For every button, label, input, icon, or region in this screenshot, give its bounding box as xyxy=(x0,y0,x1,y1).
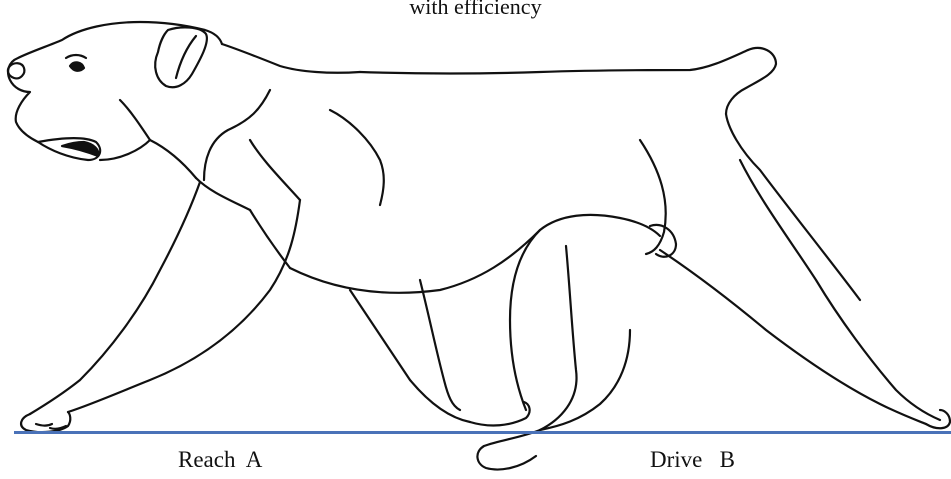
shoulder xyxy=(202,88,272,182)
shoulder-line xyxy=(328,108,385,207)
far-front-leg-back xyxy=(418,278,462,412)
head-outline xyxy=(7,20,224,144)
topline xyxy=(358,48,750,75)
cheek xyxy=(118,98,152,142)
mouth-open xyxy=(60,140,100,158)
belly xyxy=(288,213,662,294)
reach-label: Reach A xyxy=(178,447,263,472)
front-paw xyxy=(20,410,72,434)
far-leg-connect xyxy=(538,328,632,432)
front-leg-front xyxy=(28,180,202,416)
rear-paw xyxy=(924,408,951,430)
rear-thigh xyxy=(638,138,667,256)
figure-caption: with efficiency xyxy=(409,0,542,19)
sheath xyxy=(648,223,678,258)
far-rear-leg-front xyxy=(538,244,578,432)
upper-arm xyxy=(248,138,302,202)
chest-under xyxy=(248,208,292,270)
drive-label: Drive B xyxy=(650,447,735,472)
tail-base xyxy=(724,112,862,302)
far-rear-leg xyxy=(508,228,542,412)
neck-top xyxy=(220,42,362,74)
eye xyxy=(68,61,86,72)
far-paw-right xyxy=(476,428,542,471)
rear-leg-back xyxy=(658,248,928,426)
front-leg-back xyxy=(66,198,302,414)
nose xyxy=(6,62,26,80)
ground-line xyxy=(14,431,951,434)
far-front-leg xyxy=(348,288,472,424)
front-toes xyxy=(34,422,68,430)
far-paw-left xyxy=(468,400,531,427)
rear-leg-front xyxy=(738,158,942,422)
neck-lower xyxy=(194,176,252,212)
ear xyxy=(154,26,208,89)
mouth xyxy=(36,137,102,162)
throat xyxy=(148,138,198,180)
brow xyxy=(64,53,88,60)
tail xyxy=(724,46,778,116)
ear-fold xyxy=(174,34,198,80)
jaw-line xyxy=(98,138,152,162)
